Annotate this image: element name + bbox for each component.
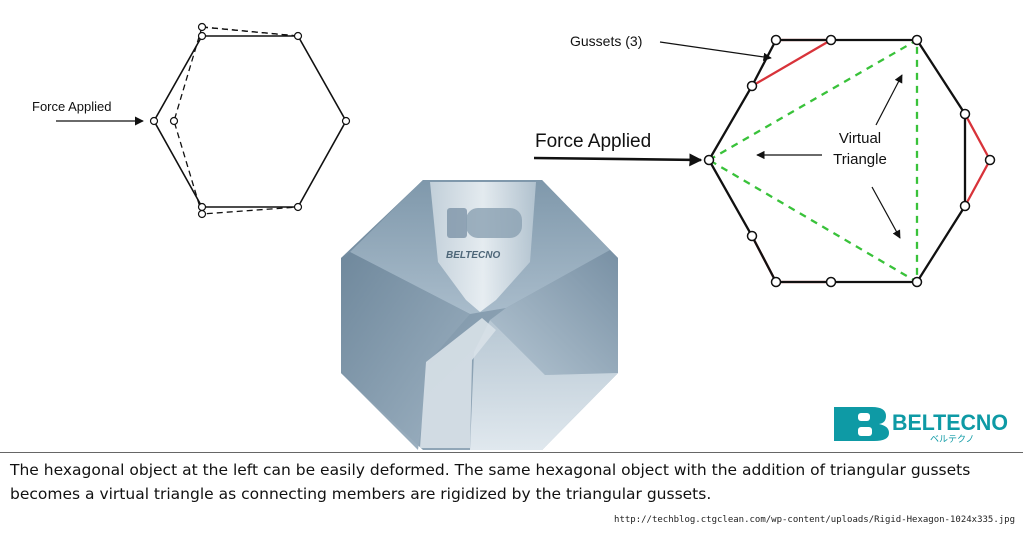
rigid-hexagon-joints bbox=[703, 34, 996, 288]
figure-caption: The hexagonal object at the left can be … bbox=[10, 461, 971, 503]
brand-subtitle: ベルテクノ bbox=[930, 434, 974, 445]
caption-divider bbox=[0, 452, 1023, 453]
left-force-label: Force Applied bbox=[32, 99, 112, 114]
virtual-arrow-up bbox=[875, 74, 903, 126]
panel-bottom-face bbox=[470, 320, 618, 450]
virtual-triangle-dashed bbox=[706, 38, 919, 285]
source-url: http://techblog.ctgclean.com/wp-content/… bbox=[614, 515, 1015, 525]
right-force-arrow bbox=[533, 153, 703, 167]
gussets-pointer-arrow bbox=[659, 41, 772, 62]
beltecno-brand-logo: BELTECNO ベルテクノ bbox=[834, 407, 1008, 445]
panel-left-face bbox=[341, 252, 470, 450]
gussets-label: Gussets (3) bbox=[570, 33, 642, 49]
hexagon-joints bbox=[149, 22, 351, 219]
panel-bottom-channel bbox=[420, 318, 496, 448]
rigid-hexagon-diagram: Gussets (3) Force Applied Virtual Triang… bbox=[533, 33, 996, 288]
right-force-label: Force Applied bbox=[535, 131, 651, 152]
hexagon-solid-outline bbox=[153, 35, 347, 208]
panel-right-face bbox=[490, 250, 618, 375]
deformed-edges bbox=[173, 26, 299, 215]
rigid-hexagon-outline bbox=[707, 38, 967, 284]
panel-embossed-logo: BELTECNO bbox=[446, 208, 522, 261]
beltecno-panel-photo: BELTECNO bbox=[341, 180, 618, 450]
panel-logo-text: BELTECNO bbox=[446, 250, 500, 261]
virtual-label-line1: Virtual bbox=[839, 130, 881, 147]
virtual-arrow-down bbox=[871, 186, 901, 239]
deformable-hexagon-diagram: Force Applied bbox=[32, 22, 351, 219]
virtual-label-line2: Triangle bbox=[833, 151, 887, 168]
brand-name: BELTECNO bbox=[892, 410, 1008, 435]
